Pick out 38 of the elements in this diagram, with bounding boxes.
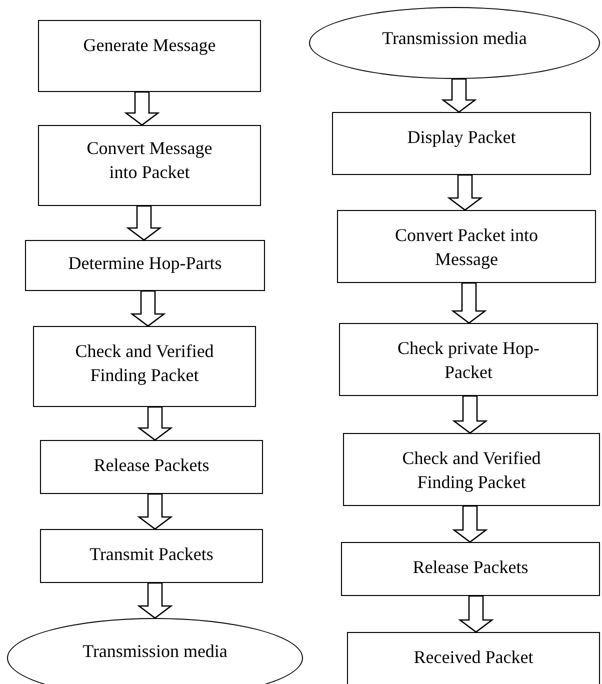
process-box	[343, 433, 600, 506]
process-box	[337, 210, 596, 283]
process-box	[341, 542, 600, 596]
block-arrow	[447, 174, 483, 211]
process-box	[40, 529, 263, 583]
block-arrow	[451, 282, 487, 324]
step-label: Transmission media	[381, 27, 528, 50]
block-arrow	[124, 91, 160, 126]
block-arrow	[130, 290, 166, 327]
block-arrow	[137, 493, 173, 530]
step-label: Release Packets	[92, 454, 210, 477]
process-box	[332, 112, 591, 175]
block-arrow	[458, 595, 494, 633]
step-label: Display Packet	[406, 126, 517, 149]
block-arrow	[137, 406, 173, 441]
step-label: Check and Verified Finding Packet	[74, 340, 215, 387]
step-label: Transmission media	[82, 640, 228, 663]
step-label: Transmit Packets	[88, 543, 214, 566]
step-label: Convert Packet into Message	[394, 224, 539, 271]
process-box	[33, 326, 256, 407]
block-arrow	[126, 205, 162, 241]
step-label: Check private Hop-Packet	[396, 337, 540, 384]
process-box	[38, 125, 261, 206]
process-box	[347, 632, 600, 684]
step-label: Determine Hop-Parts	[67, 252, 223, 275]
block-arrow	[441, 78, 477, 113]
block-arrow	[137, 582, 173, 619]
process-box	[40, 440, 263, 494]
step-label: Generate Message	[82, 34, 217, 57]
step-label: Received Packet	[412, 646, 534, 669]
step-label: Release Packets	[412, 556, 530, 579]
step-label: Check and Verified Finding Packet	[401, 447, 542, 494]
process-box	[339, 323, 598, 396]
process-box	[38, 20, 261, 92]
step-label: Convert Message into Packet	[86, 137, 214, 184]
block-arrow	[452, 395, 488, 434]
block-arrow	[452, 505, 488, 543]
process-box	[25, 240, 265, 291]
